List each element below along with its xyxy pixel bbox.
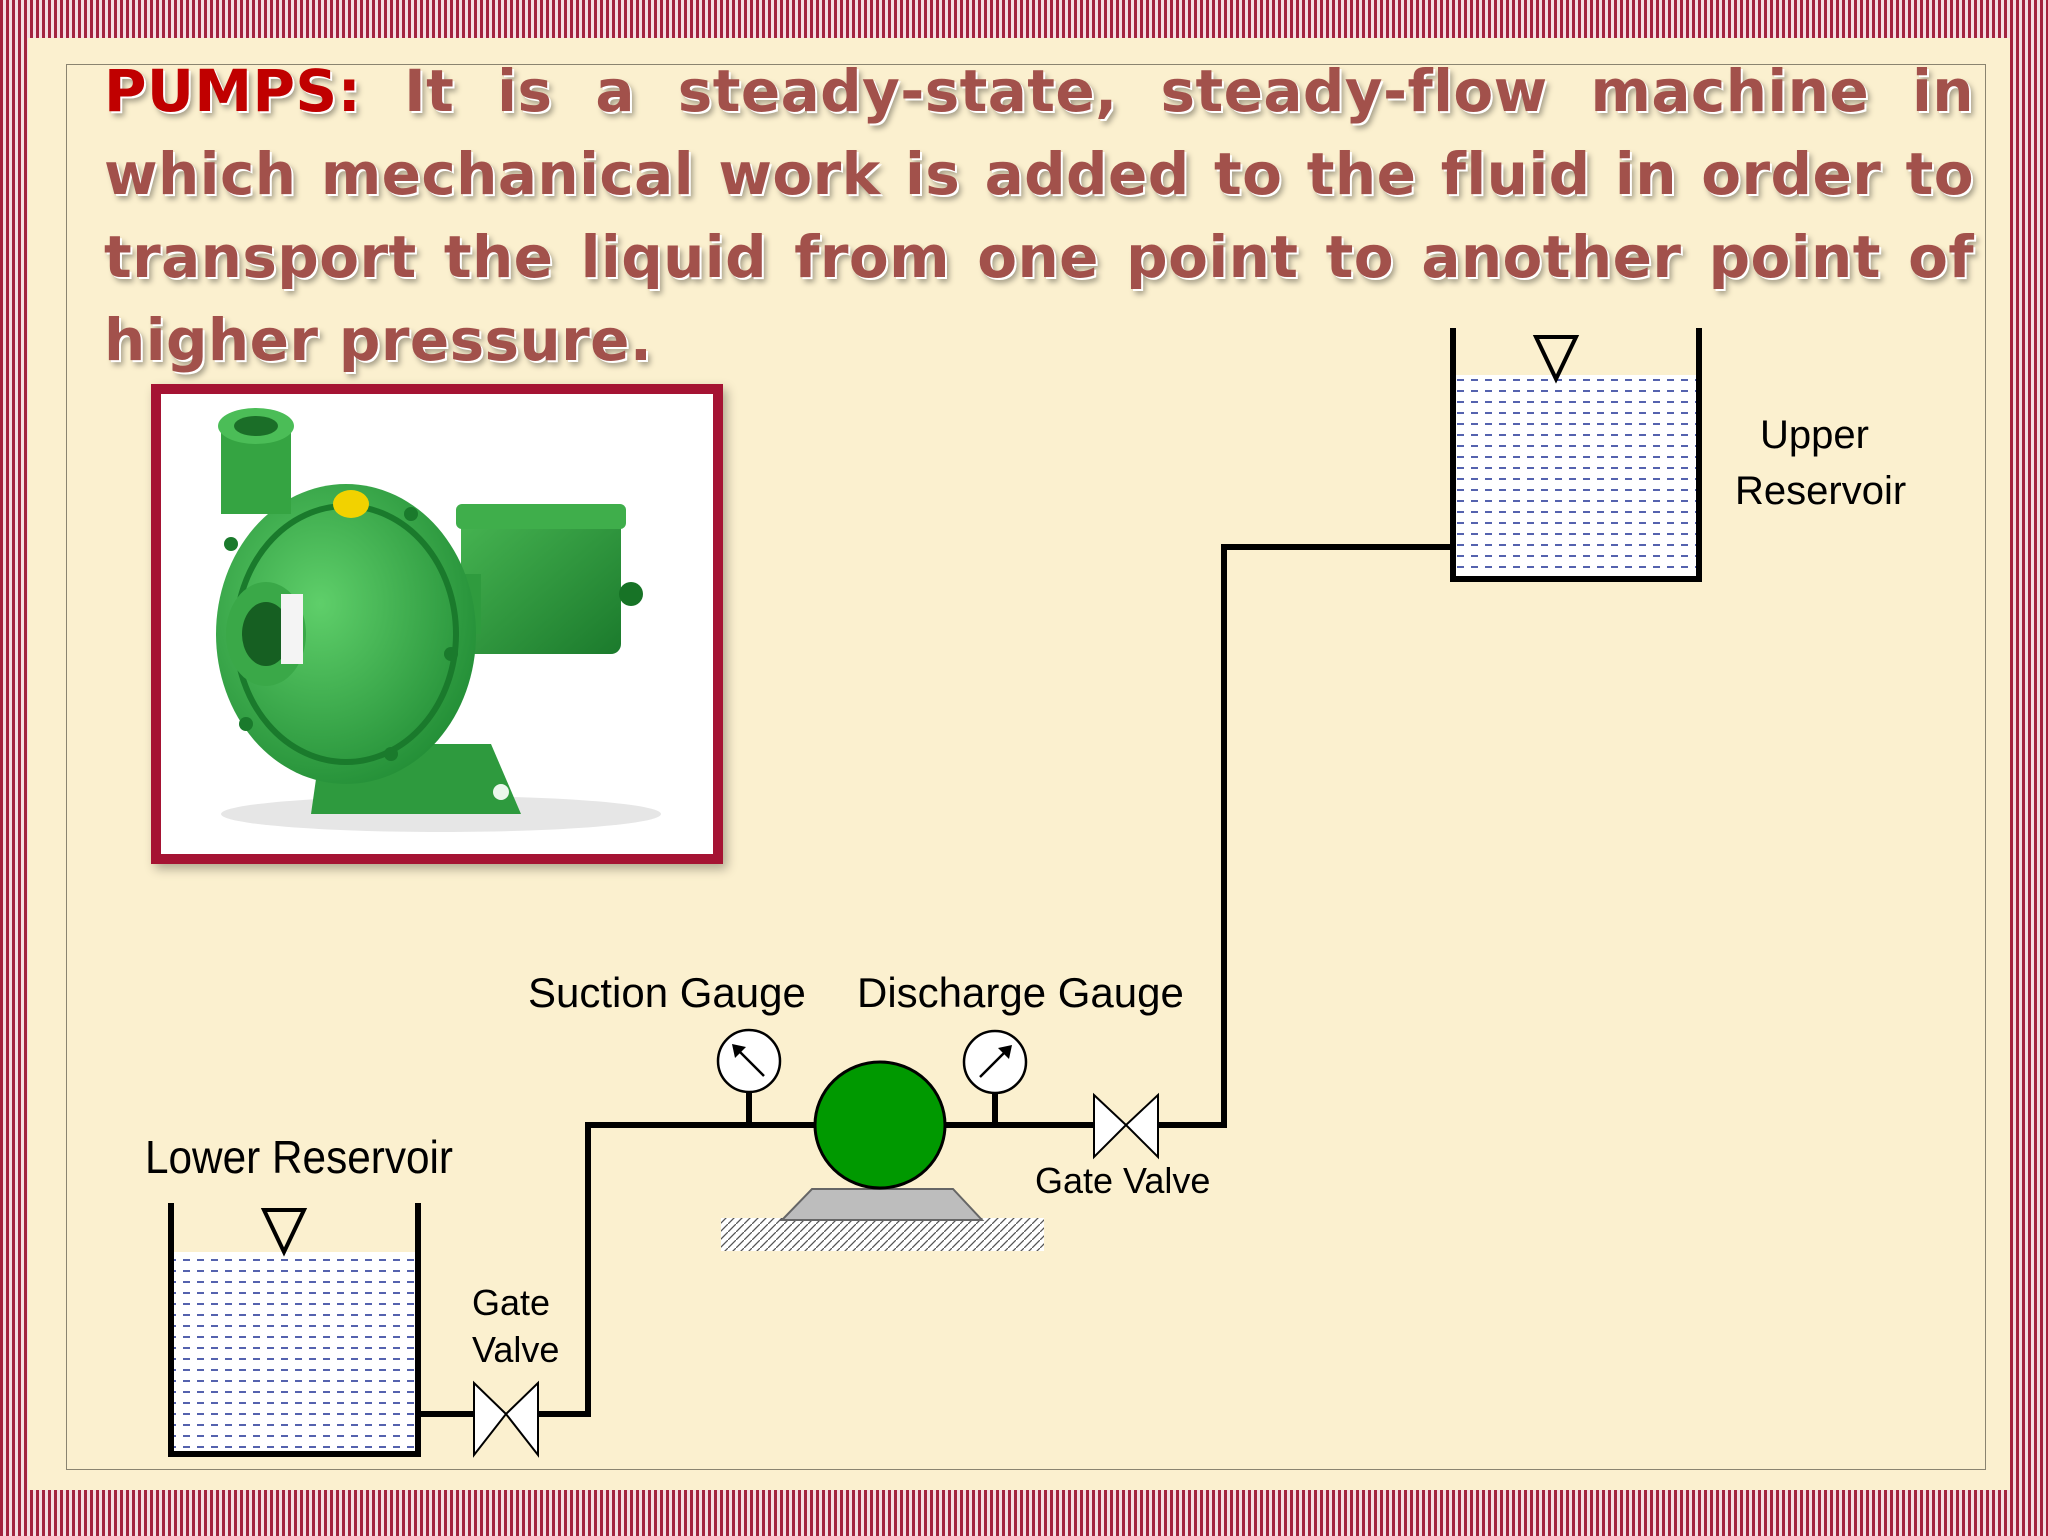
- lower-gate-valve: [473, 1380, 539, 1458]
- upper-gate-valve-label: Gate Valve: [1035, 1160, 1210, 1201]
- upper-reservoir-label-line2: Reservoir: [1735, 469, 1906, 513]
- water-level-icon: [1532, 335, 1580, 384]
- upper-reservoir-label-line1: Upper: [1760, 413, 1869, 457]
- inner-frame: [66, 64, 1986, 1470]
- slide-heading: PUMPS: It is a steady-state, steady-flow…: [104, 50, 1974, 382]
- heading-text: It is a steady-state, steady-flow machin…: [104, 57, 1974, 374]
- pump: [721, 1060, 1044, 1251]
- suction-gauge-label: Suction Gauge: [528, 969, 806, 1016]
- upper-reservoir: [1450, 328, 1702, 582]
- pump-photo: [161, 394, 713, 854]
- pump-base: [779, 1188, 985, 1221]
- piping: [418, 544, 1455, 1417]
- discharge-gauge-icon: [962, 1029, 1028, 1095]
- pump-icon: [813, 1060, 947, 1190]
- pump-photo-frame: [151, 384, 723, 864]
- lower-reservoir: [168, 1203, 421, 1457]
- heading-lead: PUMPS:: [104, 57, 362, 125]
- suction-gauge-icon: [716, 1028, 782, 1094]
- lower-reservoir-label: Lower Reservoir: [145, 1132, 453, 1183]
- lower-gate-valve-label-line1: Gate: [472, 1282, 550, 1323]
- discharge-gauge-label: Discharge Gauge: [857, 969, 1184, 1016]
- water-level-icon: [260, 1208, 308, 1257]
- lower-gate-valve-label-line2: Valve: [472, 1329, 559, 1370]
- upper-gate-valve: [1093, 1092, 1159, 1160]
- ground-hatch: [721, 1218, 1044, 1251]
